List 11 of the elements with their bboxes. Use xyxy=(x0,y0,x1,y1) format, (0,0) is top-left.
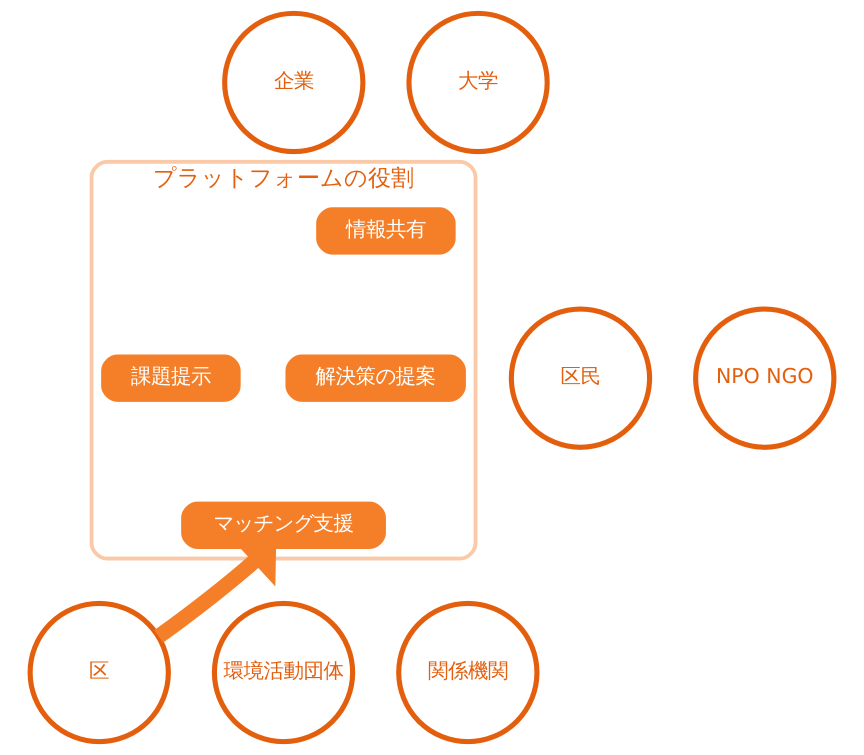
node-box: 解決策の提案 xyxy=(285,354,466,402)
node-circle: 企業 xyxy=(222,10,366,154)
node-box: 情報共有 xyxy=(316,207,456,255)
node-circle: 関係機関 xyxy=(396,600,540,744)
node-box: 課題提示 xyxy=(101,354,241,402)
node-circle: 区 xyxy=(28,600,171,744)
node-circle: 大学 xyxy=(406,10,550,154)
node-circle: 環境活動団体 xyxy=(212,600,356,744)
node-circle: 区民 xyxy=(508,306,652,450)
node-box: マッチング支援 xyxy=(181,502,386,549)
node-circle: NPO NGO xyxy=(693,306,836,450)
